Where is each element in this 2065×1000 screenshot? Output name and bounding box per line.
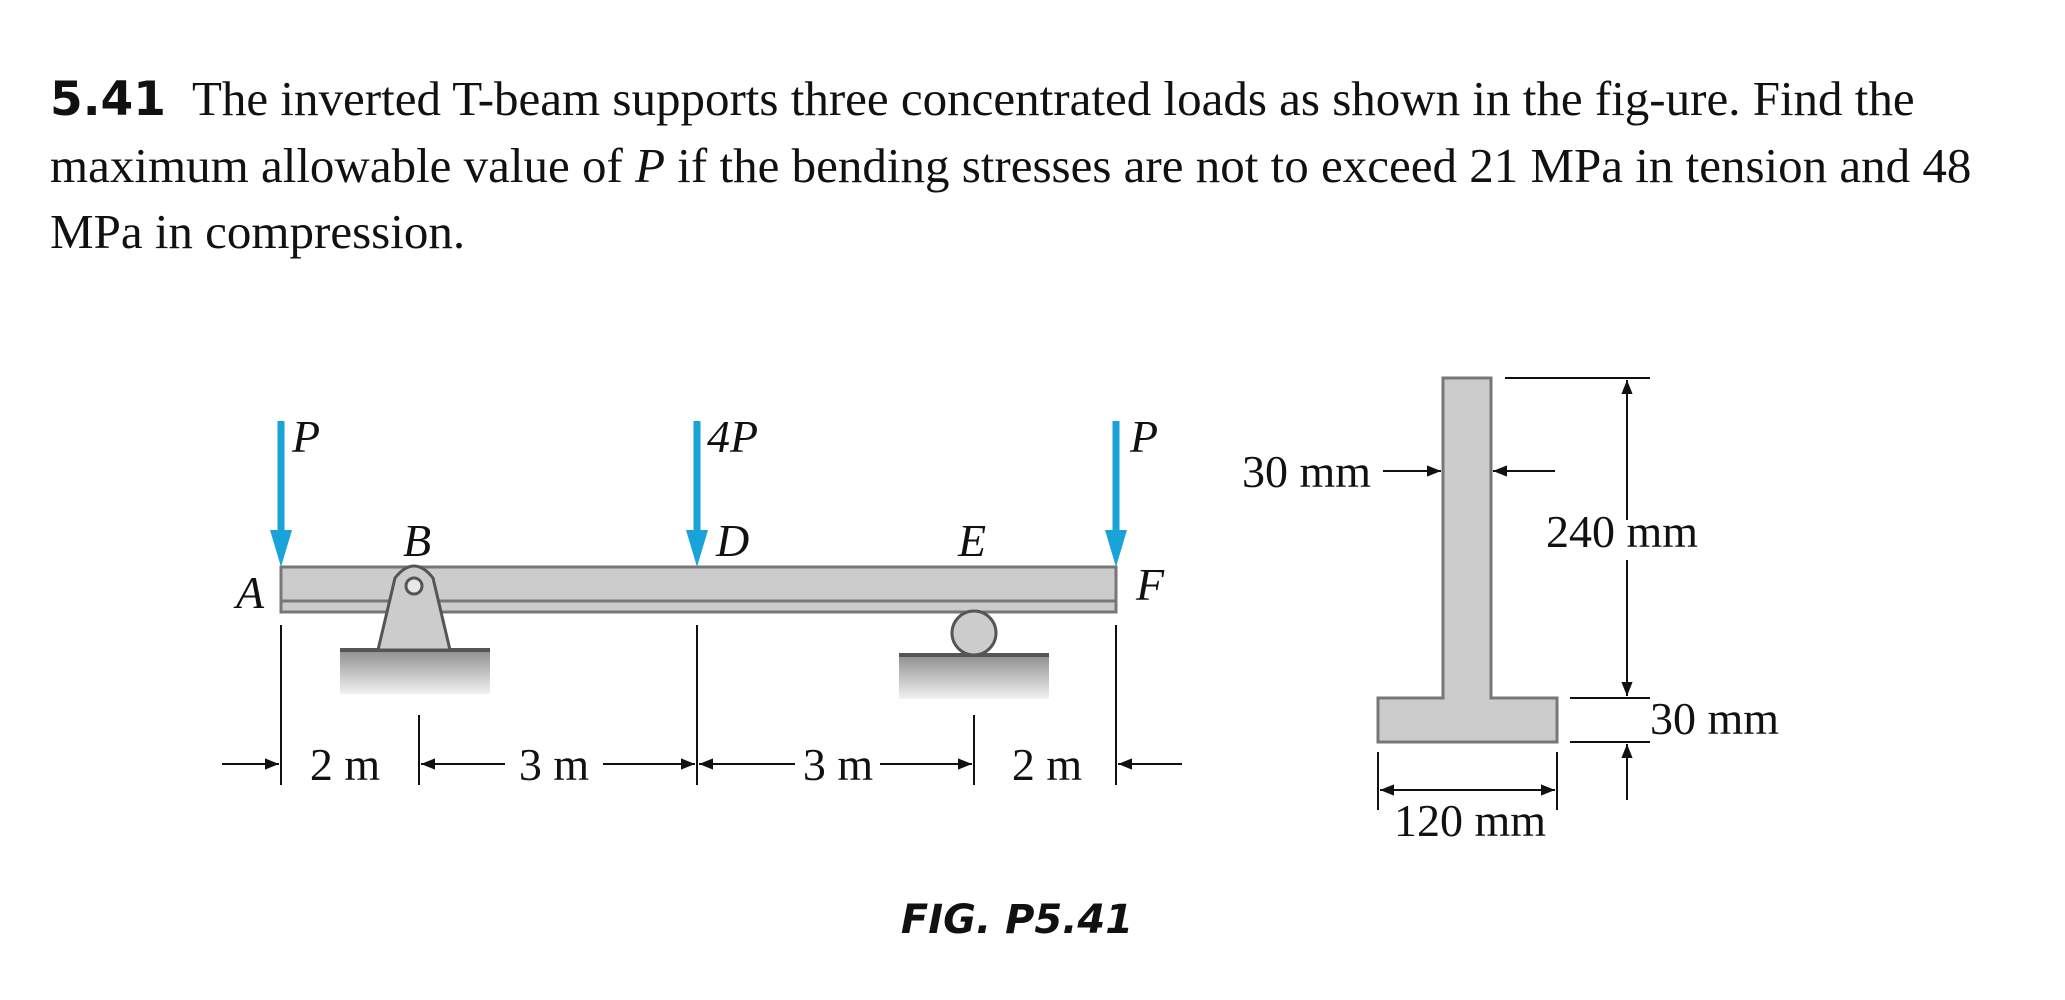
span-dimension-lines xyxy=(222,625,1182,785)
point-label-a: A xyxy=(233,567,265,618)
load-label-d: 4P xyxy=(707,411,758,462)
problem-variable: P xyxy=(635,138,666,193)
pin-support-b xyxy=(340,564,490,694)
point-label-f: F xyxy=(1135,559,1165,610)
span-label-de: 3 m xyxy=(803,739,874,790)
roller-support-e xyxy=(899,609,1049,699)
load-arrow-a xyxy=(270,421,292,567)
problem-text-part1: The inverted T-beam supports three conce… xyxy=(50,71,1915,193)
problem-number: 5.41 xyxy=(50,72,166,127)
section-dimension-lines xyxy=(1377,377,1650,810)
load-label-f: P xyxy=(1129,411,1158,462)
span-label-bd: 3 m xyxy=(519,739,590,790)
load-arrow-d xyxy=(686,421,708,567)
span-label-ef: 2 m xyxy=(1012,739,1083,790)
load-label-a: P xyxy=(291,411,320,462)
point-label-e: E xyxy=(957,515,986,566)
span-label-ab: 2 m xyxy=(310,739,381,790)
point-label-d: D xyxy=(715,515,749,566)
load-arrow-f xyxy=(1105,421,1127,567)
dim-flange-width: 120 mm xyxy=(1394,795,1546,846)
t-cross-section xyxy=(1376,376,1559,744)
problem-text-part2: if the bending stresses are not to excee… xyxy=(50,138,1972,259)
dim-web-height: 240 mm xyxy=(1546,506,1698,557)
dim-flange-thickness: 30 mm xyxy=(1650,693,1779,744)
point-label-b: B xyxy=(403,515,431,566)
dim-web-thickness: 30 mm xyxy=(1242,446,1371,497)
figure-caption: FIG. P5.41 xyxy=(901,897,1133,943)
